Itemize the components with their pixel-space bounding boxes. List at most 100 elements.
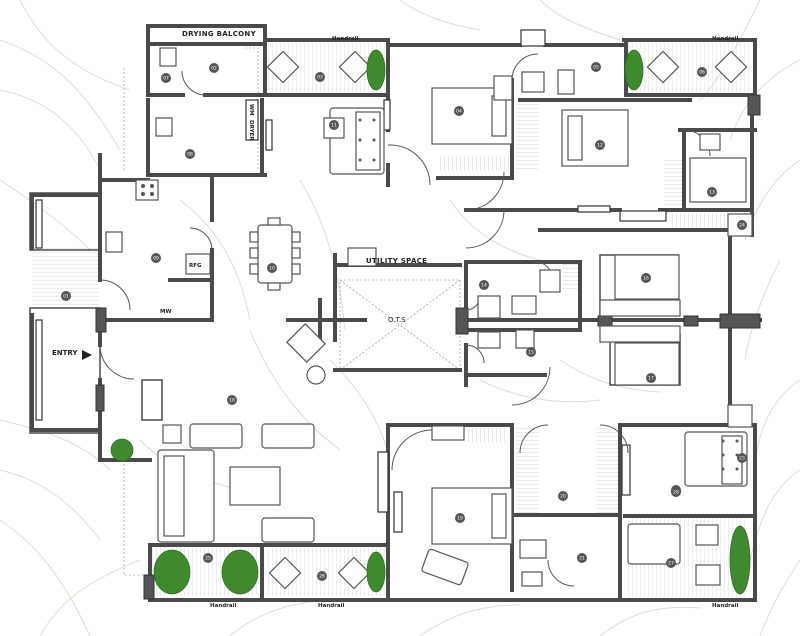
room-marker: 11 — [329, 120, 339, 130]
room-marker-dot — [526, 347, 536, 357]
room-marker-number: 02 — [211, 66, 217, 72]
room-marker: 27 — [666, 558, 676, 568]
room-marker-dot — [455, 513, 465, 523]
room-marker-number: 23 — [739, 456, 745, 462]
room-marker-number: 05 — [593, 65, 599, 71]
room-marker-dot — [671, 487, 681, 497]
handrail-label-bottom-center: Handrail — [318, 603, 344, 609]
room-marker: 05 — [591, 62, 601, 72]
room-marker-number: 14 — [481, 283, 487, 289]
handrail-label-bottom-left: Handrail — [210, 603, 236, 609]
room-marker: 12 — [595, 140, 605, 150]
room-marker: 08 — [185, 149, 195, 159]
room-marker-number: 01 — [63, 294, 69, 300]
room-marker-number: 11 — [331, 123, 337, 129]
room-markers: 01 02 03 04 05 06 07 08 09 10 11 12 13 14 15 16 17 18 19 20… — [61, 62, 747, 581]
room-marker: 19 — [455, 513, 465, 523]
room-marker-number: 13 — [709, 190, 715, 196]
room-marker-dot — [61, 291, 71, 301]
room-marker-number: 03 — [317, 75, 323, 81]
room-marker-dot — [161, 73, 171, 83]
room-marker: 04 — [454, 106, 464, 116]
room-marker-number: 21 — [579, 556, 585, 562]
room-marker-dot — [267, 263, 277, 273]
handrail-label-top-left: Handrail — [332, 36, 358, 42]
room-marker: 09 — [151, 253, 161, 263]
room-marker-dot — [577, 553, 587, 563]
label-drying-balcony: DRYING BALCONY — [182, 30, 257, 38]
handrail-label-top-right: Handrail — [712, 36, 738, 42]
room-marker-number: 09 — [153, 256, 159, 262]
room-marker: 10 — [267, 263, 277, 273]
room-marker-dot — [697, 67, 707, 77]
furniture — [105, 47, 753, 590]
plant-balcony-2 — [221, 549, 259, 595]
label-rfg: RFG — [189, 263, 202, 269]
room-marker: 17 — [646, 373, 656, 383]
label-wm: WM — [248, 104, 254, 116]
room-marker-number: 20 — [560, 494, 566, 500]
room-marker: 07 — [161, 73, 171, 83]
room-marker: 16 — [641, 273, 651, 283]
room-marker-dot — [479, 280, 489, 290]
room-marker: 15 — [526, 347, 536, 357]
room-marker: 24 — [737, 220, 747, 230]
room-marker-dot — [151, 253, 161, 263]
windows — [35, 29, 667, 533]
room-marker-number: 19 — [457, 516, 463, 522]
room-marker: 02 — [209, 63, 219, 73]
room-marker-number: 16 — [643, 276, 649, 282]
room-marker-dot — [646, 373, 656, 383]
room-marker-dot — [185, 149, 195, 159]
room-marker-dot — [641, 273, 651, 283]
room-marker: 25 — [203, 553, 213, 563]
room-marker: 01 — [61, 291, 71, 301]
label-utility-space: UTILITY SPACE — [366, 257, 427, 265]
doors — [99, 53, 711, 587]
room-marker: 28 — [671, 487, 681, 497]
room-marker-number: 17 — [648, 376, 654, 382]
room-marker: 18 — [227, 395, 237, 405]
handrail-label-bottom-right: Handrail — [712, 603, 738, 609]
room-marker-number: 25 — [205, 556, 211, 562]
plant-entry — [110, 438, 134, 462]
room-marker-dot — [595, 140, 605, 150]
room-marker: 06 — [697, 67, 707, 77]
room-marker-dot — [707, 187, 717, 197]
room-marker-number: 07 — [163, 76, 169, 82]
room-marker-dot — [558, 491, 568, 501]
room-marker: 14 — [479, 280, 489, 290]
label-mw: MW — [160, 309, 172, 315]
plant-balcony-1 — [153, 549, 191, 595]
room-marker-dot — [203, 553, 213, 563]
plant-bottom-balcony — [366, 551, 386, 593]
room-marker: 23 — [737, 453, 747, 463]
room-marker-number: 15 — [528, 350, 534, 356]
entry-arrow-icon — [82, 350, 92, 360]
room-marker-number: 28 — [673, 490, 679, 496]
room-marker: 13 — [707, 187, 717, 197]
room-marker: 03 — [315, 72, 325, 82]
room-marker: 26 — [317, 571, 327, 581]
room-marker-number: 18 — [229, 398, 235, 404]
room-marker-dot — [666, 558, 676, 568]
room-marker-dot — [454, 106, 464, 116]
room-marker-dot — [737, 453, 747, 463]
plant-top-balcony-1 — [366, 49, 386, 91]
room-marker-dot — [591, 62, 601, 72]
room-marker-number: 27 — [668, 561, 674, 567]
plant-right-balcony — [729, 525, 751, 595]
room-marker-number: 12 — [597, 143, 603, 149]
room-marker-number: 24 — [739, 223, 745, 229]
room-marker-dot — [317, 571, 327, 581]
room-marker-dot — [209, 63, 219, 73]
room-marker-dot — [227, 395, 237, 405]
label-ots: O.T.S — [388, 316, 406, 324]
plant-top-balcony-2 — [624, 49, 644, 91]
room-marker-dot — [737, 220, 747, 230]
room-marker-number: 04 — [456, 109, 462, 115]
room-marker: 21 — [577, 553, 587, 563]
room-marker: 20 — [558, 491, 568, 501]
room-marker-number: 10 — [269, 266, 275, 272]
